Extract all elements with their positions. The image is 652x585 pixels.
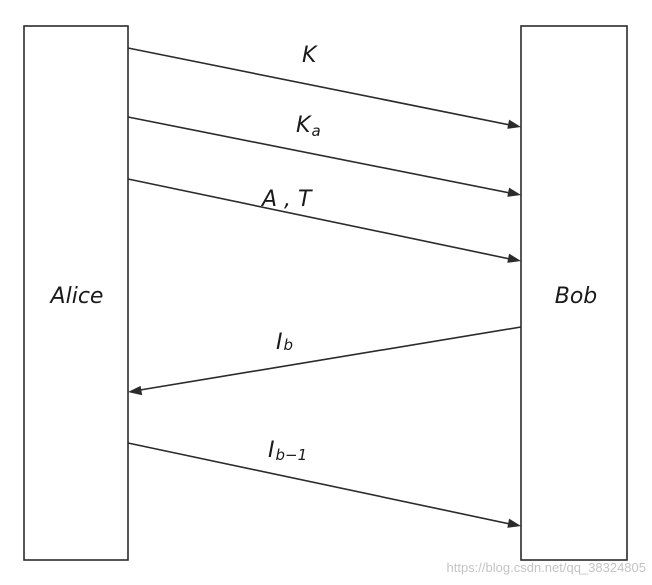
message-a-t-line: [127, 178, 511, 260]
message-ka-line: [127, 116, 511, 194]
message-k-arrowhead: [507, 119, 521, 129]
message-ib-minus-1-arrowhead: [507, 518, 521, 528]
message-ib-label-main: I: [276, 330, 283, 355]
bob-box: [520, 25, 628, 561]
message-k-label-main: K: [302, 43, 318, 68]
message-ib-label: Ib: [276, 330, 293, 355]
message-k: K: [127, 43, 521, 129]
message-a-t-label-main: A , T: [260, 187, 313, 212]
alice-label: Alice: [49, 284, 104, 309]
message-a-t: A , T: [127, 178, 521, 263]
message-ib-minus-1-label-sub: b−1: [276, 446, 308, 464]
message-ib-minus-1-line: [127, 442, 511, 525]
message-ib-label-sub: b: [284, 336, 294, 354]
message-ka-arrowhead: [507, 187, 521, 197]
message-a-t-arrowhead: [507, 253, 521, 263]
message-k-line: [127, 47, 511, 126]
watermark: https://blog.csdn.net/qq_38324805: [447, 560, 647, 575]
message-k-label: K: [302, 43, 318, 68]
message-ib-minus-1: Ib−1: [127, 438, 521, 528]
message-ib-minus-1-label: Ib−1: [268, 438, 307, 464]
message-a-t-label: A , T: [260, 187, 313, 212]
message-ib: Ib: [128, 326, 522, 396]
message-ka: Ka: [127, 113, 521, 197]
message-ib-line: [139, 326, 522, 391]
message-ka-label-sub: a: [311, 122, 320, 140]
alice-box: [23, 25, 129, 561]
message-ib-minus-1-label-main: I: [268, 438, 275, 463]
message-ib-arrowhead: [128, 385, 143, 396]
message-ka-label-main: K: [296, 113, 312, 138]
bob-label: Bob: [555, 284, 598, 309]
message-ka-label: Ka: [296, 113, 321, 140]
